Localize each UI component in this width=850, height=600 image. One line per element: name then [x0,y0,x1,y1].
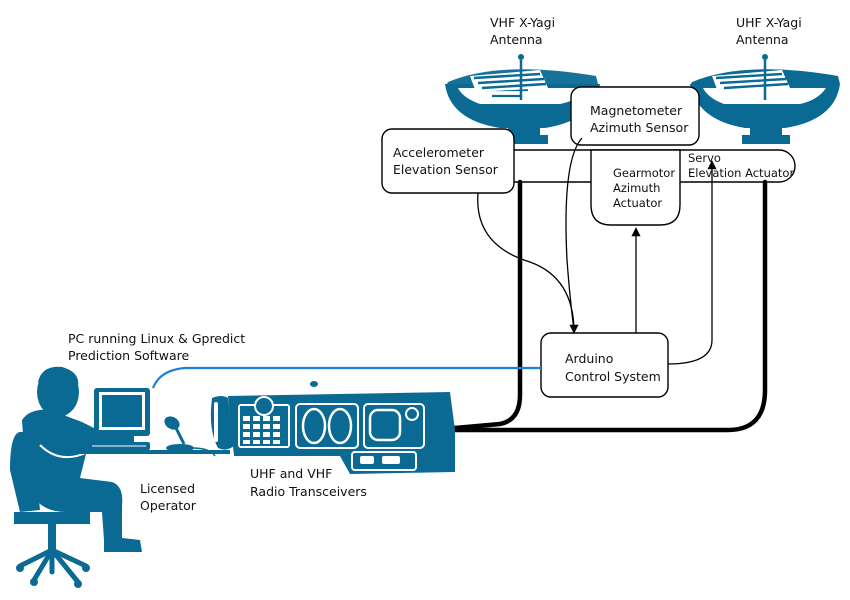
computer-monitor-icon [94,388,150,442]
magnetometer-label: Magnetometer Azimuth Sensor [590,103,689,135]
accelerometer-box [381,128,515,194]
pc-to-arduino-link [151,366,541,389]
pc-label: PC running Linux & Gpredict Prediction S… [68,331,249,363]
arduino-label: Arduino Control System [565,351,661,384]
radios-label: UHF and VHF Radio Transceivers [250,466,367,499]
accel-to-arduino-wire [477,192,579,334]
magnetometer-box [570,86,700,146]
microphone-icon [164,416,216,457]
desk [80,450,230,454]
keyboard-icon [86,442,150,450]
operator-label: Licensed Operator [140,481,199,513]
vhf-antenna-label: VHF X-Yagi Antenna [490,15,559,47]
uhf-antenna-label: UHF X-Yagi Antenna [736,15,806,47]
arduino-to-servo-wire [667,160,717,365]
gearmotor-label: Gearmotor Azimuth Actuator [613,166,679,210]
mag-to-arduino-wire [565,137,583,331]
accelerometer-label: Accelerometer Elevation Sensor [393,145,499,177]
uhf-antenna-icon [690,54,840,144]
vhf-antenna-icon [445,54,600,144]
vhf-coax-cable [452,179,523,431]
uhf-coax-cable [452,179,768,433]
servo-label: Servo Elevation Actuator [688,151,794,180]
gearmotor-box [590,149,681,226]
arduino-box [540,332,669,398]
radio-transceivers-icon [210,381,455,474]
office-chair-icon [10,431,90,588]
